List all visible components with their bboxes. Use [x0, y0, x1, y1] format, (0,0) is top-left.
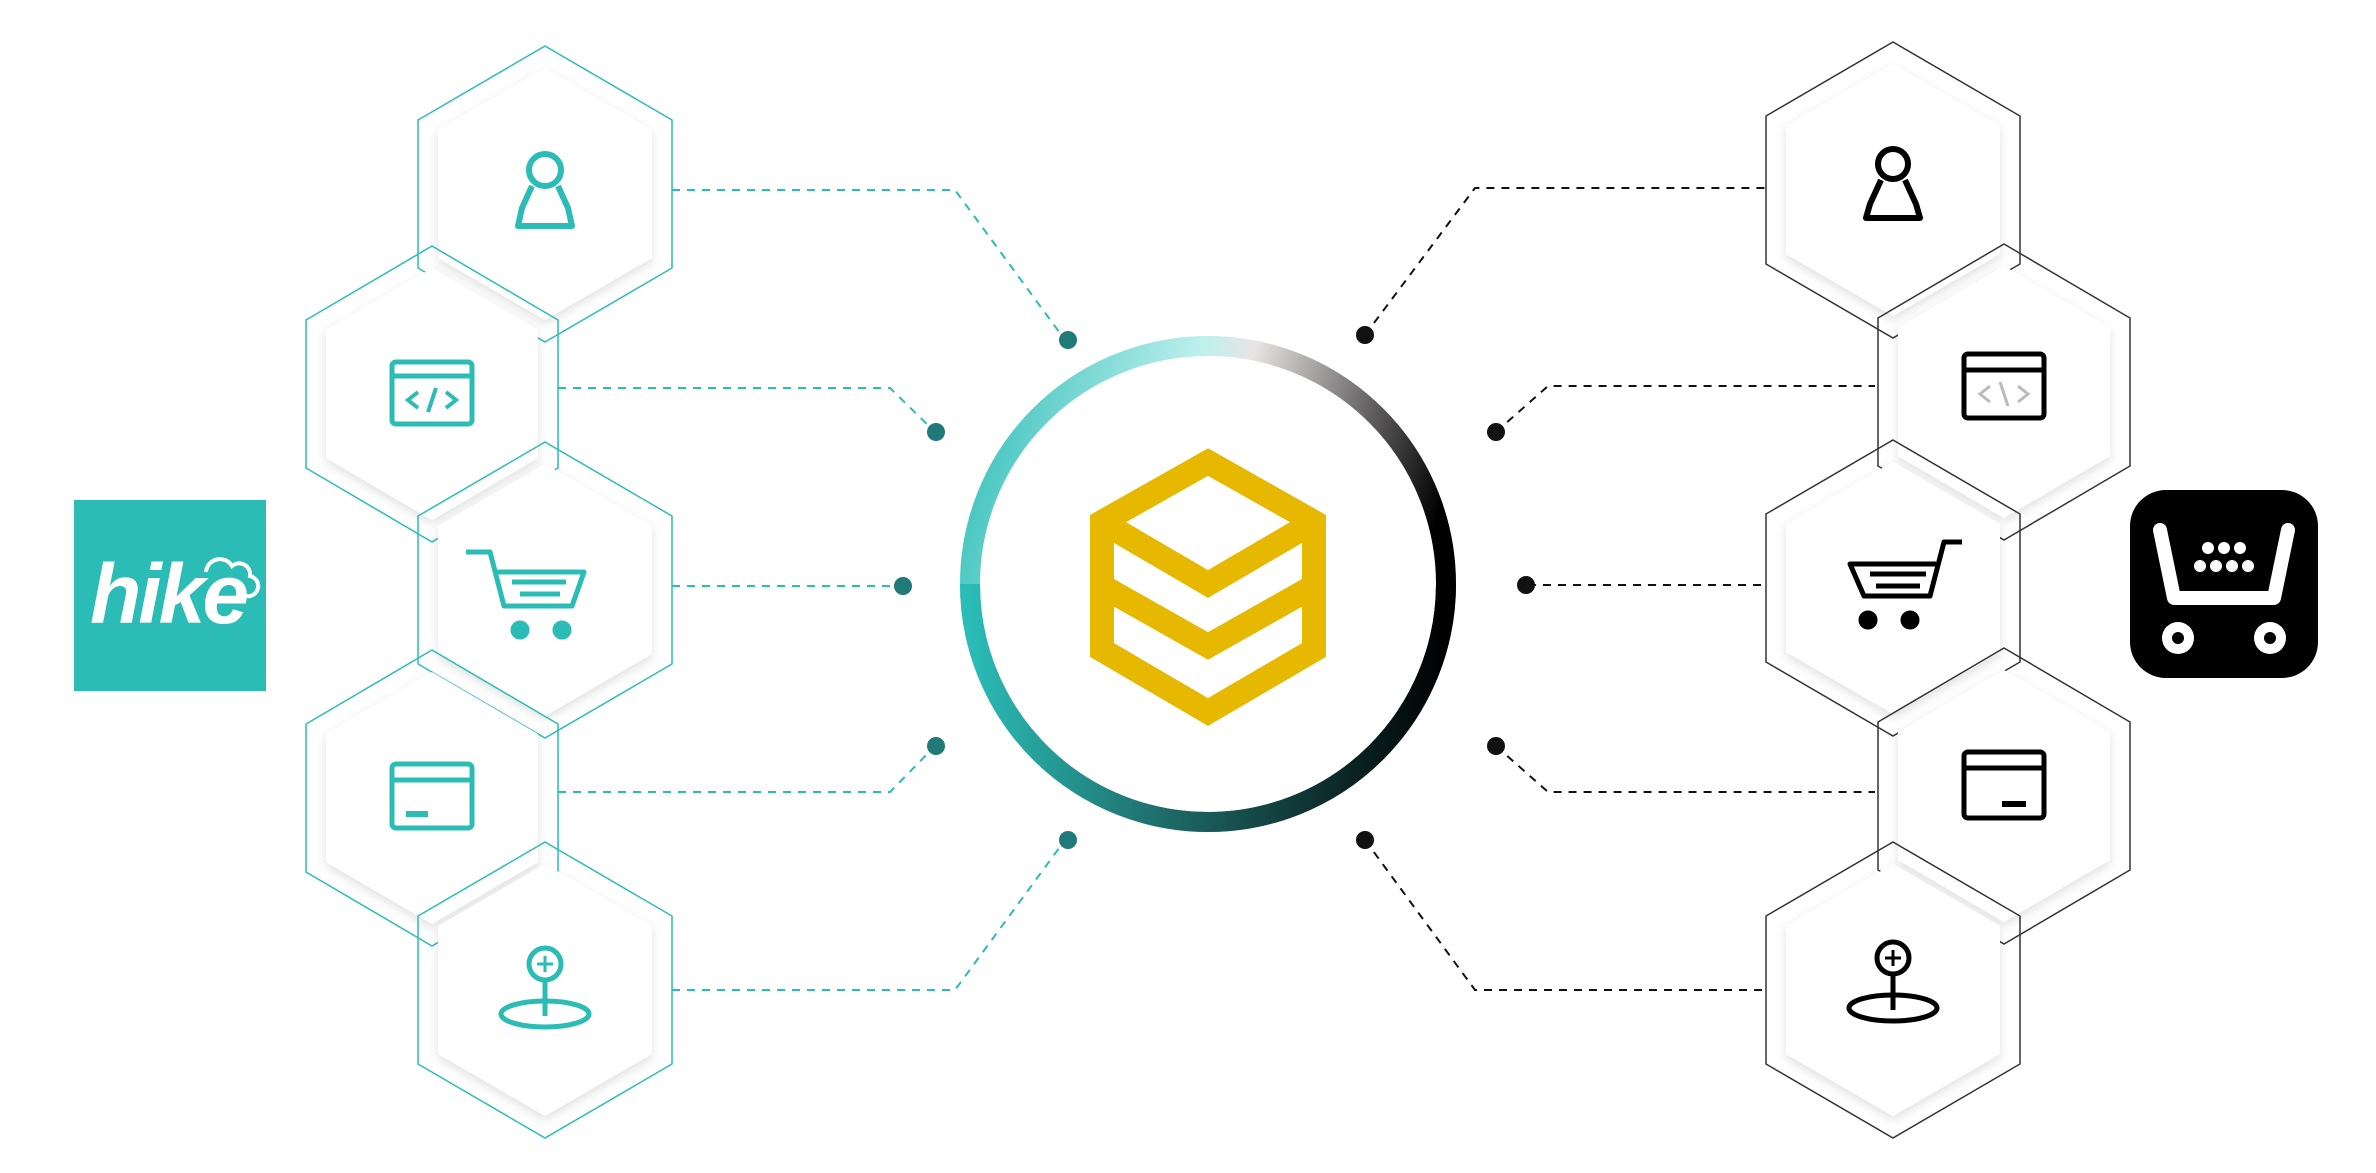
- dot-left-card: [927, 737, 945, 755]
- right-hex-cart: [1765, 439, 2021, 737]
- left-hex-code: [305, 245, 559, 543]
- code-window-icon: [389, 359, 475, 427]
- connector-right-code: [1495, 385, 1875, 433]
- connector-left-card: [558, 745, 936, 793]
- dot-right-cart: [1517, 576, 1535, 594]
- dot-left-code: [927, 423, 945, 441]
- stacked-hexagon-logo: [1090, 448, 1326, 726]
- connector-right-location: [1364, 839, 1765, 991]
- card-window-icon: [1961, 749, 2047, 821]
- left-connectors: [558, 189, 1066, 991]
- connector-left-code: [558, 387, 936, 433]
- left-connector-dots: [894, 331, 1077, 849]
- connector-left-location: [672, 839, 1066, 991]
- connector-right-person: [1364, 187, 1765, 336]
- left-hex-card: [305, 649, 559, 947]
- dot-right-location: [1356, 831, 1374, 849]
- shopping-cart-icon: [1847, 539, 1962, 630]
- left-hex-cart: [417, 441, 673, 739]
- left-hex-person: [417, 45, 673, 343]
- dot-left-person: [1059, 331, 1077, 349]
- dot-right-person: [1356, 326, 1374, 344]
- location-pin-icon: [498, 945, 592, 1030]
- right-connector-dots: [1356, 326, 1535, 849]
- center-ring-bottom: [960, 583, 1456, 832]
- card-window-icon: [389, 761, 475, 831]
- dot-right-card: [1487, 737, 1505, 755]
- shopping-cart-icon: [466, 549, 587, 640]
- right-hex-code: [1877, 243, 2131, 541]
- hike-logo: hike: [74, 500, 266, 691]
- dot-right-code: [1487, 423, 1505, 441]
- ecwid-cart-icon: [2153, 523, 2295, 654]
- connector-right-card: [1495, 745, 1875, 793]
- location-pin-icon: [1846, 939, 1940, 1024]
- right-hex-column: [1765, 41, 2131, 1139]
- right-hex-person: [1765, 41, 2021, 339]
- dot-left-cart: [894, 577, 912, 595]
- left-hex-location: [417, 841, 673, 1139]
- left-hex-column: [305, 45, 673, 1139]
- ecwid-logo: [2130, 490, 2318, 678]
- person-icon: [515, 151, 575, 229]
- right-hex-location: [1765, 841, 2021, 1139]
- hike-cloud-icon: [204, 557, 261, 599]
- center-hub: [960, 336, 1456, 832]
- right-hex-card: [1877, 647, 2131, 945]
- dot-left-location: [1059, 831, 1077, 849]
- connector-left-person: [672, 189, 1066, 341]
- person-icon: [1863, 146, 1923, 221]
- right-connectors: [1364, 187, 1875, 991]
- hike-logo-text: hike: [90, 547, 249, 641]
- code-window-icon: [1961, 351, 2047, 421]
